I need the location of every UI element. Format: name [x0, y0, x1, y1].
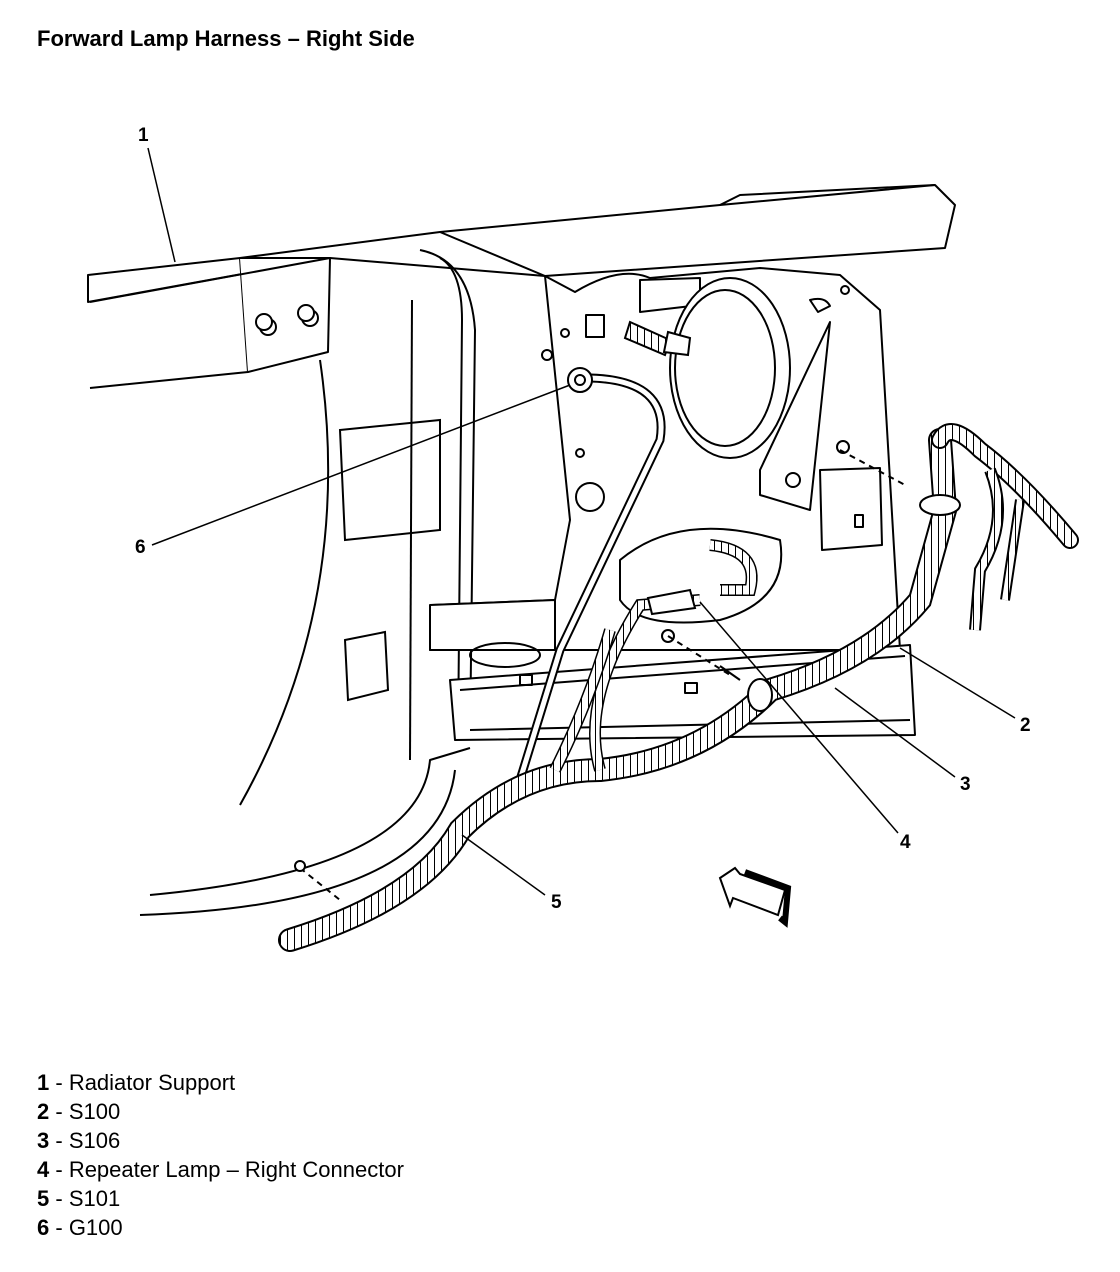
wiring-harness	[278, 320, 1079, 952]
legend-item: 2 - S100	[37, 1099, 121, 1124]
harness-diagram: 1 2 3 4 5 6	[87, 125, 1079, 952]
legend-item: 1 - Radiator Support	[37, 1070, 236, 1095]
legend-item: 3 - S106	[37, 1128, 121, 1153]
callout-leaders	[147, 147, 1016, 896]
legend-item: 5 - S101	[37, 1186, 121, 1211]
legend: 1 - Radiator Support 2 - S100 3 - S106 4…	[37, 1068, 404, 1242]
callout-5: 5	[551, 892, 562, 913]
callout-1: 1	[138, 125, 149, 146]
callout-2: 2	[1020, 715, 1031, 736]
view-direction-arrow	[718, 866, 792, 928]
lamp-bracket	[429, 267, 901, 651]
callout-4: 4	[900, 832, 911, 853]
legend-item: 4 - Repeater Lamp – Right Connector	[37, 1157, 404, 1182]
inner-panel	[239, 249, 477, 806]
legend-item: 6 - G100	[37, 1215, 123, 1240]
callout-3: 3	[960, 774, 971, 795]
diagram-title: Forward Lamp Harness – Right Side	[37, 26, 415, 51]
radiator-support	[87, 184, 956, 389]
callout-6: 6	[135, 537, 146, 558]
